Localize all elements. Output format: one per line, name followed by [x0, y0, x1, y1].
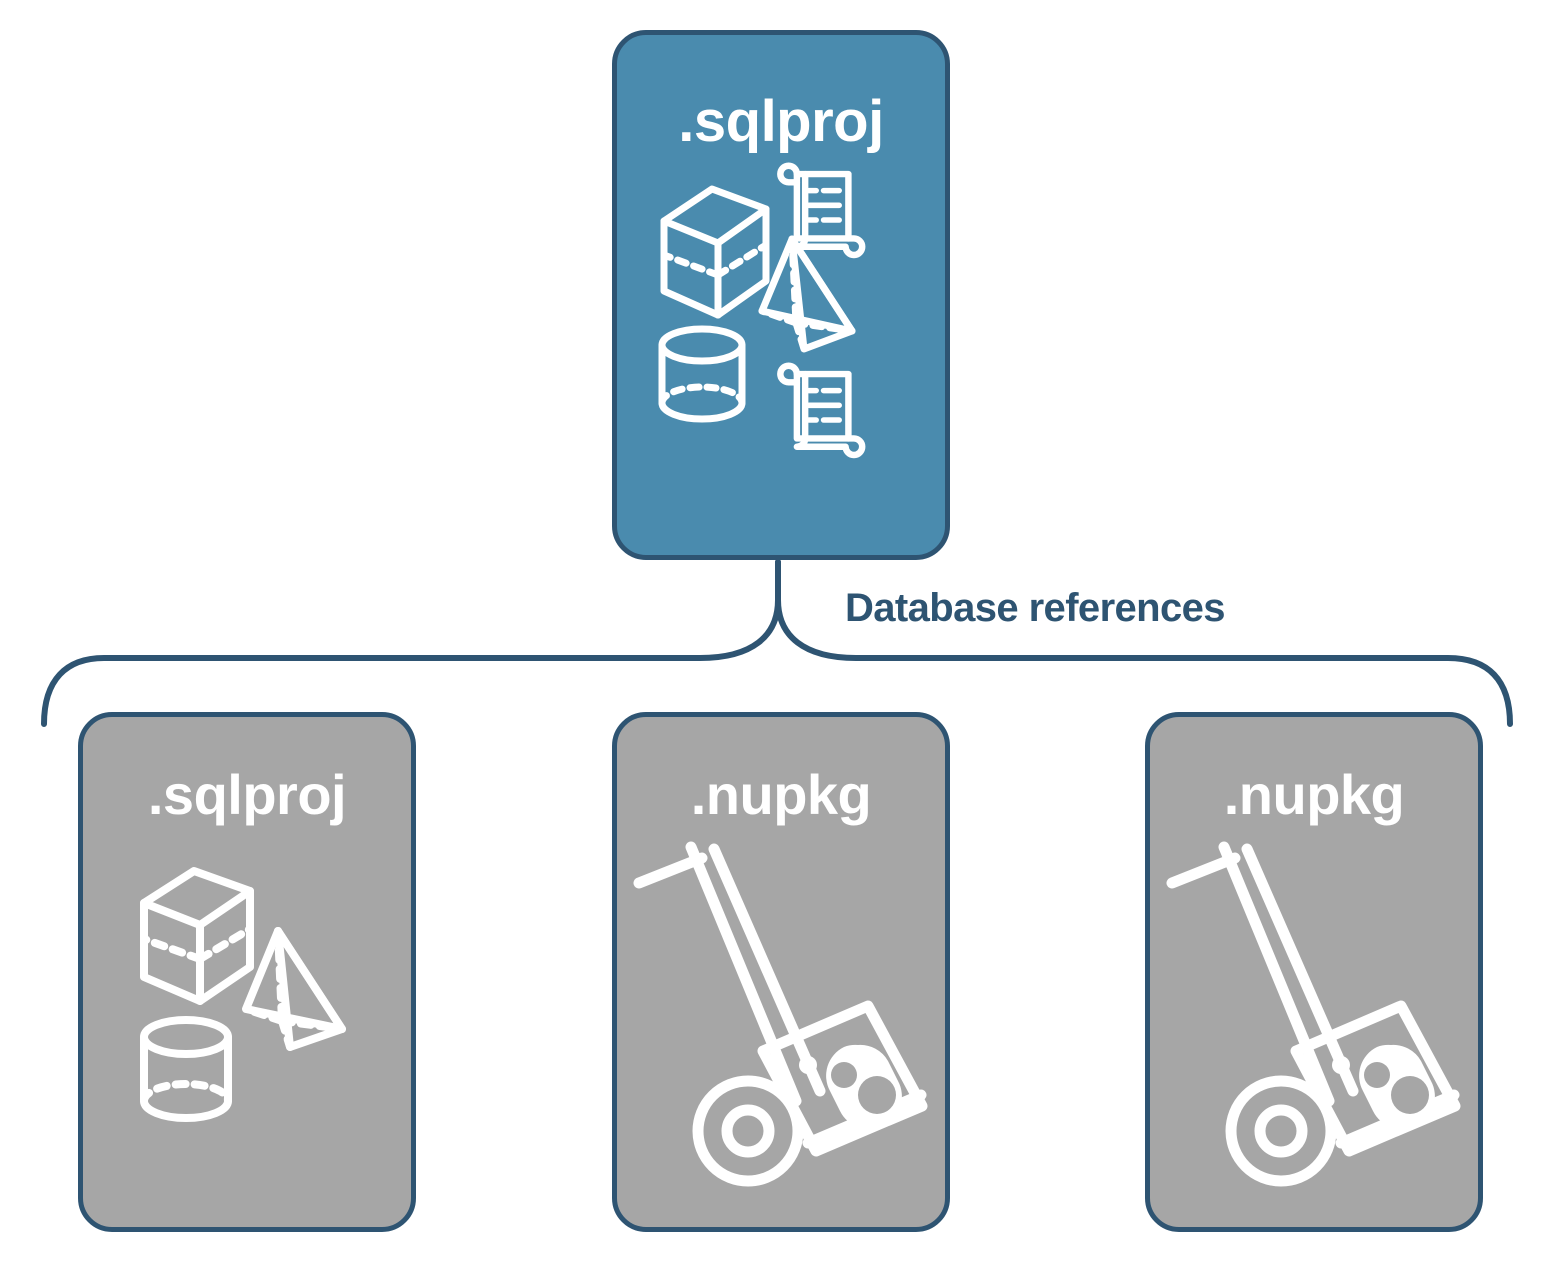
node-sqlproj-root[interactable]: .sqlproj [612, 30, 950, 560]
node-sqlproj-reference[interactable]: .sqlproj [78, 712, 416, 1232]
sqlproj-icon-group [102, 843, 392, 1173]
root-icon-group [656, 162, 906, 459]
hand-truck-package-icon [1166, 841, 1461, 1187]
root-icons-svg [658, 162, 866, 459]
hand-truck-package-icon-svg [633, 841, 928, 1187]
brace-label: Database references [845, 586, 1226, 630]
pyramid-icon [242, 927, 346, 1051]
nupkg-icon-group [633, 841, 928, 1187]
nuget-logo-cutouts [1364, 1062, 1429, 1114]
node-label: .sqlproj [678, 89, 884, 154]
nuget-logo-cutouts [831, 1062, 896, 1114]
node-nupkg-2[interactable]: .nupkg [1145, 712, 1483, 1232]
scroll-icon [777, 162, 866, 259]
node-nupkg-1[interactable]: .nupkg [612, 712, 950, 1232]
cylinder-icon [140, 1016, 232, 1122]
hand-truck-package-icon [633, 841, 928, 1187]
scroll-icon [777, 362, 866, 459]
node-label: .nupkg [690, 763, 872, 826]
sqlproj-icons-svg [140, 867, 346, 1122]
cube-icon [660, 185, 770, 319]
cube-icon [140, 867, 254, 1005]
node-label: .sqlproj [147, 763, 347, 826]
node-label: .nupkg [1223, 763, 1405, 826]
pyramid-icon [758, 235, 856, 353]
cylinder-icon [658, 325, 746, 423]
hand-truck-package-icon-svg [1166, 841, 1461, 1187]
nupkg-icon-group [1166, 841, 1461, 1187]
